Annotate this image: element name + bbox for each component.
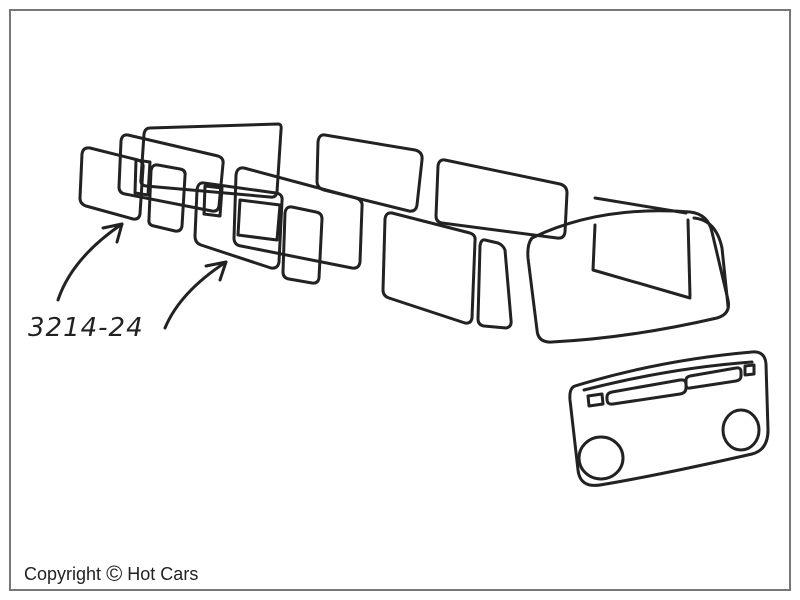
copyright-owner: Hot Cars [127, 564, 199, 584]
pointer-arrow-2-head [204, 260, 228, 282]
door-window-seal [381, 211, 477, 325]
middle-small-window-seal [281, 205, 324, 285]
front-panel-grille-top [582, 360, 754, 392]
copyright-notice: Copyright © Hot Cars [24, 560, 198, 586]
middle-upper-window-seal [232, 166, 364, 270]
side-window-seal-2 [434, 158, 569, 240]
pointer-arrow-1-head [101, 222, 124, 244]
side-window-seal-1 [315, 133, 424, 213]
rear-front-window-seal [78, 146, 145, 221]
rear-inner-pane-seal [133, 158, 152, 197]
front-grille-slot-left-small [586, 392, 605, 408]
windshield-inner-line [591, 223, 692, 300]
pointer-arrow-1 [56, 222, 124, 302]
windshield-corner-line [686, 218, 692, 298]
front-panel-seal [568, 350, 770, 487]
headlight-left-seal [577, 435, 625, 481]
copyright-symbol: © [106, 561, 123, 586]
vent-window-seal [476, 238, 513, 330]
pointer-arrow-2 [163, 260, 228, 330]
front-grille-slot-right [684, 366, 743, 390]
windshield-right-edge [692, 216, 730, 308]
front-grille-slot-right-small [743, 363, 756, 377]
rear-small-window-seal [147, 163, 187, 233]
rear-upper-window-seal [139, 122, 283, 199]
headlight-right-seal [721, 408, 761, 452]
copyright-prefix: Copyright [24, 564, 102, 584]
middle-inner-pane-seal [202, 184, 224, 218]
middle-inner-pane-seal-2 [236, 198, 282, 242]
front-grille-slot-left [605, 378, 688, 406]
windshield-seal [526, 209, 730, 344]
part-number-label: 3214-24 [28, 313, 144, 343]
diagram-frame [9, 9, 791, 591]
rear-middle-window-seal [117, 133, 225, 213]
middle-front-window-seal [193, 181, 284, 270]
windshield-upper-line [593, 196, 688, 215]
